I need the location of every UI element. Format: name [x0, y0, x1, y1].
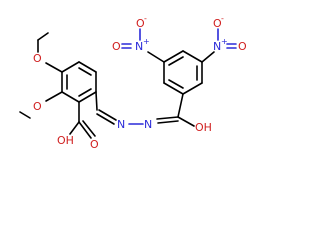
atom-n-hydrazide: N [144, 118, 152, 131]
double-bond-inner [168, 56, 184, 66]
bond-carbonyl-oh [177, 116, 195, 127]
atom-o-acid: O [90, 138, 99, 151]
bond-ring-carbonyl [177, 93, 184, 118]
bond [182, 50, 203, 63]
atom-o-minus-right: O [213, 17, 222, 30]
bond-c-oh [69, 121, 80, 135]
bond [182, 82, 203, 95]
bond-ring-methoxy-lower [45, 91, 63, 102]
bond [78, 61, 97, 73]
atom-oh-acid: OH [57, 134, 74, 147]
bond-ring-nitro-right [201, 51, 215, 63]
atom-o-methoxy-lower: O [33, 100, 42, 113]
charge-plus-left: + [143, 37, 150, 46]
atom-o-minus-left: O [136, 17, 145, 30]
atom-o-methoxy-upper: O [33, 52, 42, 65]
bond-methoxy-upper-ch3b [37, 32, 49, 41]
double-bond-inner [78, 88, 92, 97]
bond [163, 82, 184, 95]
charge-minus-left: - [144, 14, 147, 23]
bond-imine [98, 109, 117, 121]
atom-n-imine: N [117, 118, 125, 131]
bond-methoxy-lower-ch3 [19, 111, 31, 119]
double-bond-inner [168, 79, 184, 89]
charge-minus-right: - [221, 14, 224, 23]
bond-ring-ch [95, 91, 98, 111]
bond-c-o-double-b [82, 120, 96, 137]
bond [163, 50, 184, 63]
atom-oh-carbonyl: OH [195, 121, 212, 134]
atom-n-nitro-left: N [135, 40, 143, 53]
benzoic-ring [61, 61, 97, 103]
structure-diagram: O - N + O O - N + O O O N N OH OH O [19, 14, 247, 151]
dinitrophenyl-ring [163, 50, 203, 95]
bond [78, 91, 97, 103]
bond-imine-double [96, 113, 115, 125]
atom-o-nitro-left: O [112, 40, 121, 53]
bond-ring-nitro-left [147, 51, 165, 63]
bond [61, 61, 80, 73]
double-bond-inner [78, 67, 92, 76]
charge-plus-right: + [221, 37, 228, 46]
bond-c-o-double [78, 121, 92, 139]
bond [61, 91, 80, 103]
atom-n-nitro-right: N [213, 40, 221, 53]
bond-carbonyl-n [156, 116, 179, 120]
atom-o-nitro-right: O [238, 40, 247, 53]
bond-carbonyl-n-double [157, 120, 179, 124]
bond-ring-methoxy-upper [45, 62, 63, 73]
